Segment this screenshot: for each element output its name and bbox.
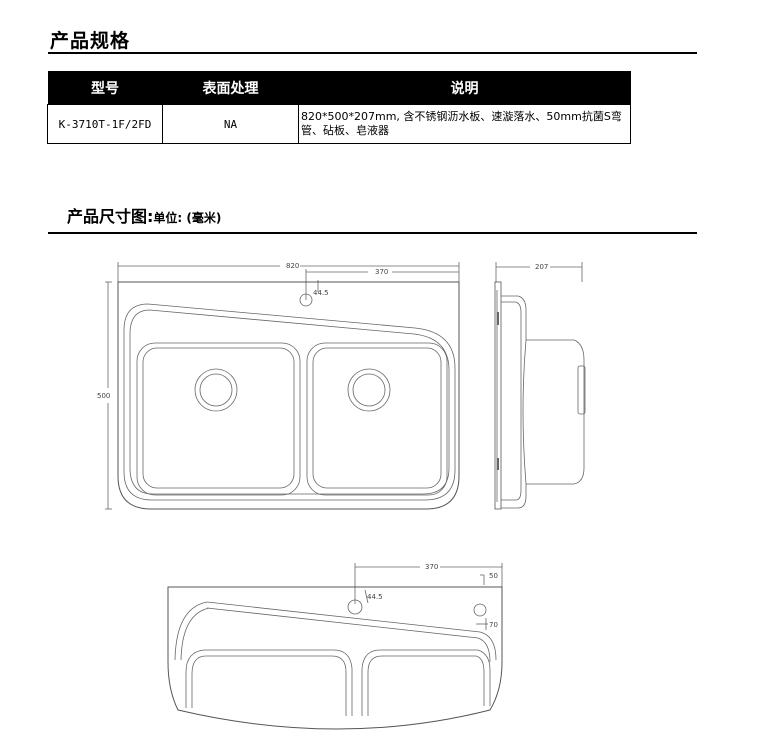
divider bbox=[48, 52, 697, 54]
dim-depth-500: 500 bbox=[97, 392, 110, 400]
dim-hole-44.5: 44.5 bbox=[313, 289, 329, 297]
section-title-dimensions: 产品尺寸图:单位: (毫米) bbox=[67, 203, 221, 227]
spec-table: 型号 表面处理 说明 K-3710T-1F/2FD NA 820*500*207… bbox=[47, 71, 631, 144]
section-title-spec: 产品规格 bbox=[50, 30, 131, 52]
cell-finish: NA bbox=[162, 104, 299, 144]
dim-width-820: 820 bbox=[286, 262, 299, 270]
dimensions-title: 产品尺寸图: bbox=[67, 207, 154, 226]
table-header-row: 型号 表面处理 说明 bbox=[47, 71, 631, 105]
detail-view-drawing bbox=[167, 563, 503, 730]
dim-height-207: 207 bbox=[535, 263, 548, 271]
dim-detail-hole-44.5: 44.5 bbox=[367, 593, 383, 601]
header-model: 型号 bbox=[47, 71, 163, 105]
table-row: K-3710T-1F/2FD NA 820*500*207mm, 含不锈钢沥水板… bbox=[47, 104, 631, 144]
unit-label: 单位: (毫米) bbox=[153, 211, 222, 225]
header-finish: 表面处理 bbox=[162, 71, 299, 105]
dim-offset-370: 370 bbox=[375, 268, 388, 276]
cell-description: 820*500*207mm, 含不锈钢沥水板、速漩落水、50mm抗菌S弯管、砧板… bbox=[298, 104, 631, 144]
cell-model: K-3710T-1F/2FD bbox=[47, 104, 163, 144]
divider bbox=[48, 232, 697, 234]
top-view-drawing bbox=[105, 262, 460, 510]
dim-detail-370: 370 bbox=[425, 563, 438, 571]
dim-edge-70: 70 bbox=[489, 621, 498, 629]
dim-edge-50: 50 bbox=[489, 572, 498, 580]
header-description: 说明 bbox=[298, 71, 631, 105]
side-view-drawing bbox=[494, 262, 586, 510]
